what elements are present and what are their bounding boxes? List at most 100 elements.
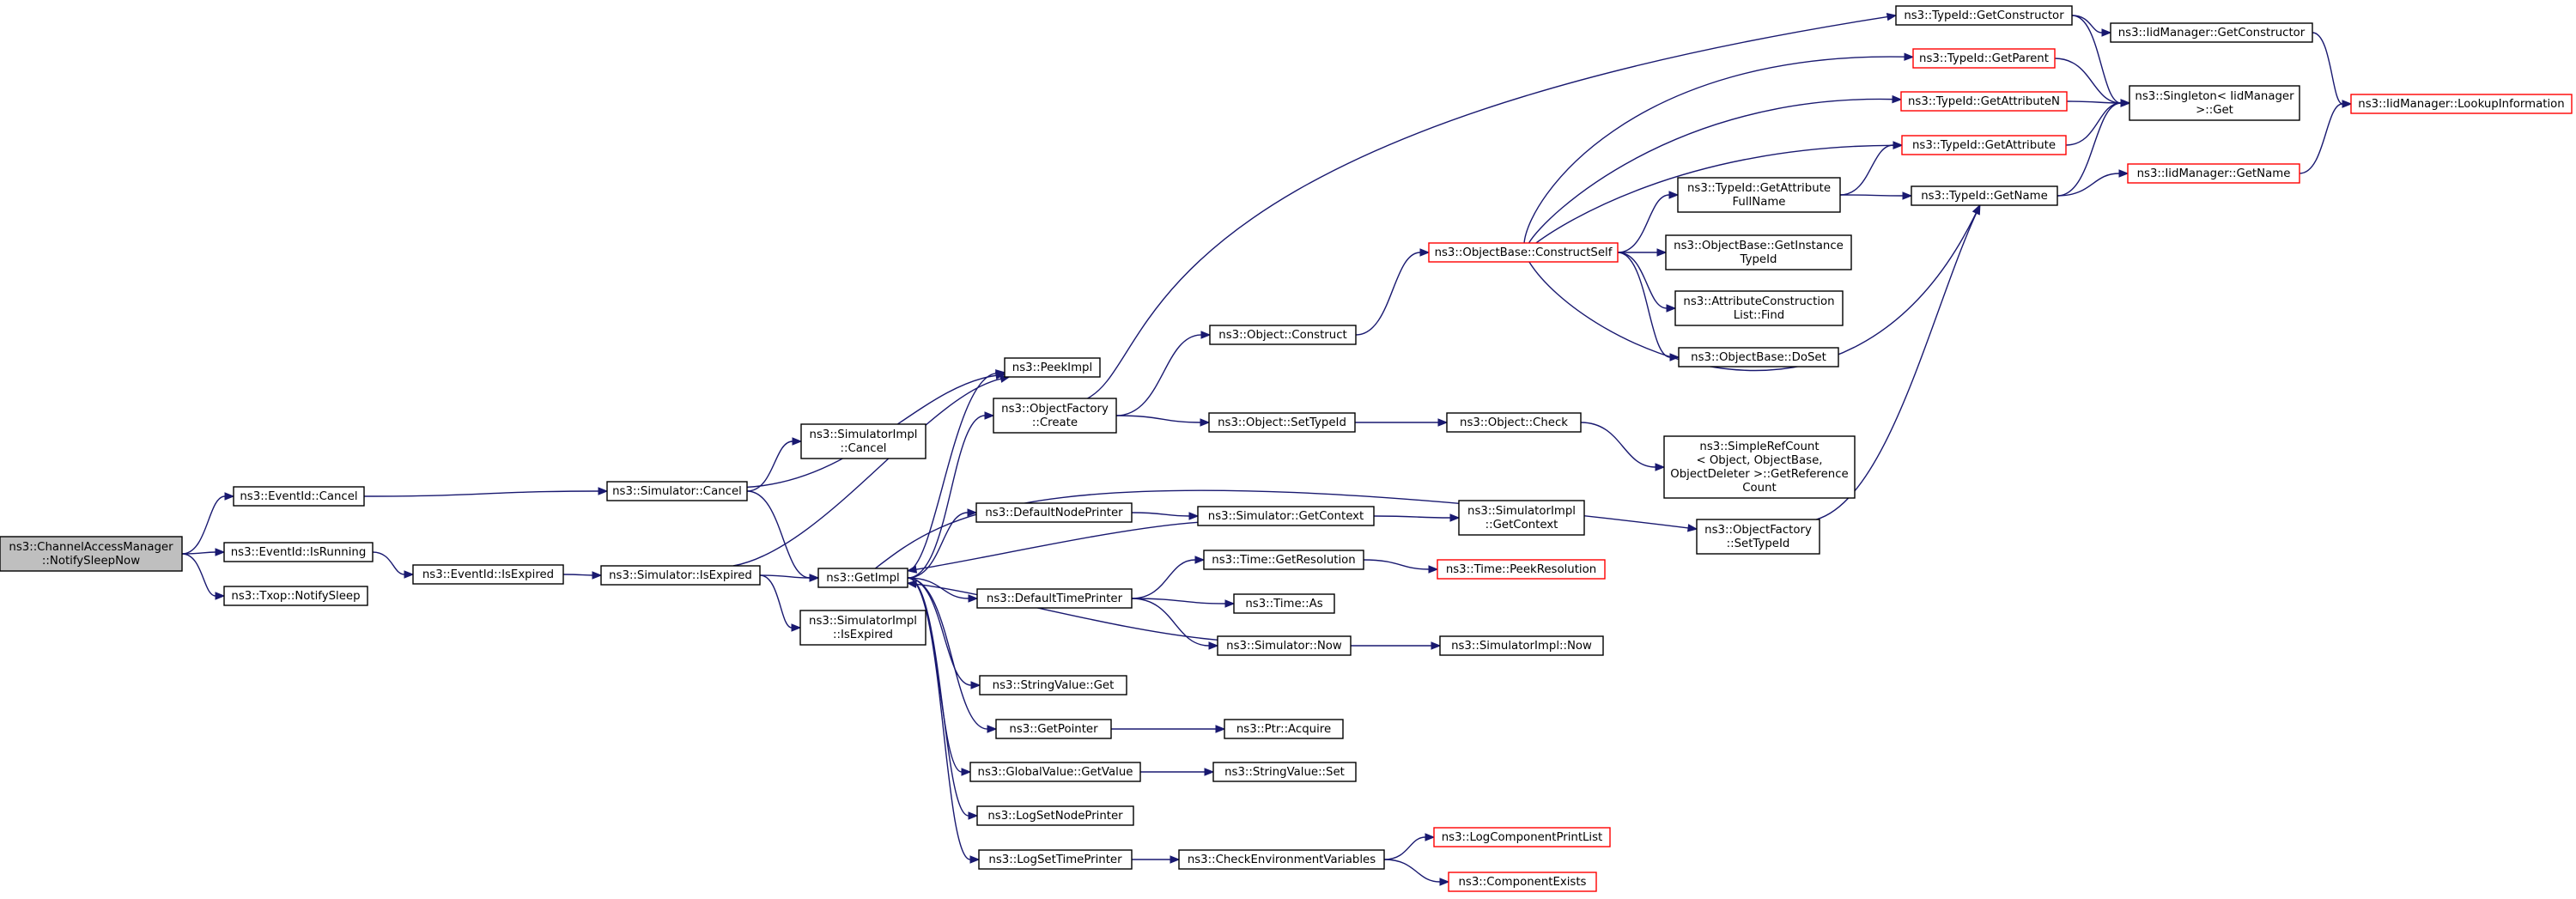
node-simplerefcount[interactable]: ns3::SimpleRefCount< Object, ObjectBase,… xyxy=(1663,435,1856,499)
edge-arrowhead xyxy=(1208,641,1219,650)
edge-line xyxy=(1383,836,1426,860)
node-box xyxy=(817,568,908,588)
edge-arrowhead xyxy=(1215,725,1226,733)
node-time-as[interactable]: ns3::Time::As xyxy=(1233,593,1335,614)
node-label: ns3::ObjectBase::ConstructSelf xyxy=(1435,246,1613,259)
edge-arrowhead xyxy=(968,811,979,820)
node-simimpl-cancel[interactable]: ns3::SimulatorImpl::Cancel xyxy=(800,423,927,459)
node-getimpl[interactable]: ns3::GetImpl xyxy=(817,568,908,588)
node-box xyxy=(993,398,1117,434)
node-ptr-acquire[interactable]: ns3::Ptr::Acquire xyxy=(1224,719,1344,739)
node-label: ns3::ObjectFactory xyxy=(1704,524,1812,537)
node-time-peekresolution[interactable]: ns3::Time::PeekResolution xyxy=(1437,559,1606,580)
node-label: ns3::SimpleRefCount xyxy=(1699,440,1819,453)
node-sim-now[interactable]: ns3::Simulator::Now xyxy=(1217,635,1352,656)
edge-line xyxy=(907,512,969,579)
call-edge-logsettimeprinter-to-checkenvvars xyxy=(1132,855,1181,864)
call-edge-getpointer-to-ptr_acquire xyxy=(1110,725,1226,733)
node-typeid-getparent[interactable]: ns3::TypeId::GetParent xyxy=(1912,48,2056,69)
node-label: ns3::Txop::NotifySleep xyxy=(231,590,360,603)
node-simimpl-now[interactable]: ns3::SimulatorImpl::Now xyxy=(1439,635,1604,656)
node-sim-isexpired[interactable]: ns3::Simulator::IsExpired xyxy=(600,565,761,586)
edge-arrowhead xyxy=(215,592,226,600)
node-iidmanager-getname[interactable]: ns3::IidManager::GetName xyxy=(2127,163,2300,184)
edge-line xyxy=(1528,98,1893,244)
node-object-construct[interactable]: ns3::Object::Construct xyxy=(1209,325,1357,345)
node-box xyxy=(1448,872,1597,892)
node-label: ::SetTypeId xyxy=(1727,538,1790,550)
node-peekimpl[interactable]: ns3::PeekImpl xyxy=(1004,357,1101,378)
edge-line xyxy=(1363,559,1430,570)
call-edge-objfactory_create-to-object_settypeid xyxy=(1115,415,1211,427)
call-edge-object_check-to-simplerefcount xyxy=(1580,422,1666,471)
edge-arrowhead xyxy=(1194,556,1206,564)
node-box xyxy=(1433,827,1611,847)
call-edge-objfactory_settypeid-to-typeid_getname xyxy=(1816,203,1981,520)
node-box xyxy=(1696,519,1820,555)
node-label: < Object, ObjectBase, xyxy=(1696,454,1822,467)
node-logsettimeprinter[interactable]: ns3::LogSetTimePrinter xyxy=(978,849,1133,870)
node-iidmanager-lookupinformation[interactable]: ns3::IidManager::LookupInformation xyxy=(2350,94,2573,114)
edge-arrowhead xyxy=(1892,94,1903,104)
node-label: ns3::SimulatorImpl xyxy=(1467,505,1576,518)
node-label: ns3::GetImpl xyxy=(826,572,899,585)
node-typeid-getattributen[interactable]: ns3::TypeId::GetAttributeN xyxy=(1900,91,2068,112)
node-typeid-getconstructor[interactable]: ns3::TypeId::GetConstructor xyxy=(1895,5,2073,26)
node-label: ns3::ChannelAccessManager xyxy=(9,541,173,554)
node-defaulttimeprinter[interactable]: ns3::DefaultTimePrinter xyxy=(976,588,1133,609)
node-object-check[interactable]: ns3::Object::Check xyxy=(1446,412,1582,433)
node-componentexists[interactable]: ns3::ComponentExists xyxy=(1448,872,1597,892)
node-label: ns3::SimulatorImpl xyxy=(809,615,917,628)
edge-line xyxy=(1528,212,1977,372)
node-typeid-getname[interactable]: ns3::TypeId::GetName xyxy=(1911,185,2058,206)
edge-line xyxy=(2312,32,2343,105)
node-stringvalue-get[interactable]: ns3::StringValue::Get xyxy=(979,675,1127,696)
node-label: ns3::Time::As xyxy=(1245,598,1322,610)
node-eid-isexpired[interactable]: ns3::EventId::IsExpired xyxy=(412,564,564,585)
node-objfactory-settypeid[interactable]: ns3::ObjectFactory::SetTypeId xyxy=(1696,519,1820,555)
edge-line xyxy=(1523,56,1905,244)
node-box xyxy=(978,849,1133,870)
node-simimpl-isexpired[interactable]: ns3::SimulatorImpl::IsExpired xyxy=(799,610,927,646)
edge-line xyxy=(2071,15,2122,104)
call-edge-defaulttimeprinter-to-sim_now xyxy=(1131,598,1219,650)
node-eid-isrunning[interactable]: ns3::EventId::IsRunning xyxy=(223,542,374,562)
node-logcomponentprintlist[interactable]: ns3::LogComponentPrintList xyxy=(1433,827,1611,847)
node-simimpl-getcontext[interactable]: ns3::SimulatorImpl::GetContext xyxy=(1458,500,1585,536)
node-txop-notifysleep[interactable]: ns3::Txop::NotifySleep xyxy=(223,586,368,606)
node-defaultnodeprinter[interactable]: ns3::DefaultNodePrinter xyxy=(975,502,1133,523)
node-checkenvvars[interactable]: ns3::CheckEnvironmentVariables xyxy=(1178,849,1385,870)
node-label: ns3::IidManager::GetName xyxy=(2137,167,2291,180)
edge-line xyxy=(915,583,1218,641)
node-box xyxy=(976,805,1134,826)
node-globalvalue-getvalue[interactable]: ns3::GlobalValue::GetValue xyxy=(969,762,1141,782)
node-sim-getcontext[interactable]: ns3::Simulator::GetContext xyxy=(1197,506,1375,526)
node-stringvalue-set[interactable]: ns3::StringValue::Set xyxy=(1212,762,1357,782)
node-objbase-constructself[interactable]: ns3::ObjectBase::ConstructSelf xyxy=(1428,242,1619,263)
node-objbase-doset[interactable]: ns3::ObjectBase::DoSet xyxy=(1678,347,1839,367)
node-label: List::Find xyxy=(1734,309,1784,322)
node-getpointer[interactable]: ns3::GetPointer xyxy=(995,719,1112,739)
call-edge-sim_cancel-to-simimpl_cancel xyxy=(746,437,803,492)
call-edge-sim_now-to-simimpl_now xyxy=(1351,641,1442,650)
node-object-settypeid[interactable]: ns3::Object::SetTypeId xyxy=(1208,412,1356,433)
edge-line xyxy=(2071,15,2103,33)
edge-arrowhead xyxy=(592,571,603,580)
node-logsetnodeprinter[interactable]: ns3::LogSetNodePrinter xyxy=(976,805,1134,826)
node-label: ns3::Object::Check xyxy=(1460,416,1568,429)
node-typeid-getattribute[interactable]: ns3::TypeId::GetAttribute xyxy=(1901,135,2067,155)
node-eid-cancel[interactable]: ns3::EventId::Cancel xyxy=(233,486,365,507)
node-box xyxy=(1674,290,1844,326)
node-singleton-get[interactable]: ns3::Singleton< IidManager >::Get xyxy=(2129,85,2300,121)
node-label: ns3::Simulator::Now xyxy=(1226,640,1342,653)
node-sim-cancel[interactable]: ns3::Simulator::Cancel xyxy=(606,481,748,501)
edge-line xyxy=(1373,515,1451,519)
node-iidmanager-getconstructor[interactable]: ns3::IidManager::GetConstructor xyxy=(2110,22,2313,43)
node-time-getresolution[interactable]: ns3::Time::GetResolution xyxy=(1203,550,1364,570)
node-objfactory-create[interactable]: ns3::ObjectFactory::Create xyxy=(993,398,1117,434)
call-edge-getimpl-to-defaultnodeprinter xyxy=(907,508,978,579)
edge-line xyxy=(2057,173,2120,197)
